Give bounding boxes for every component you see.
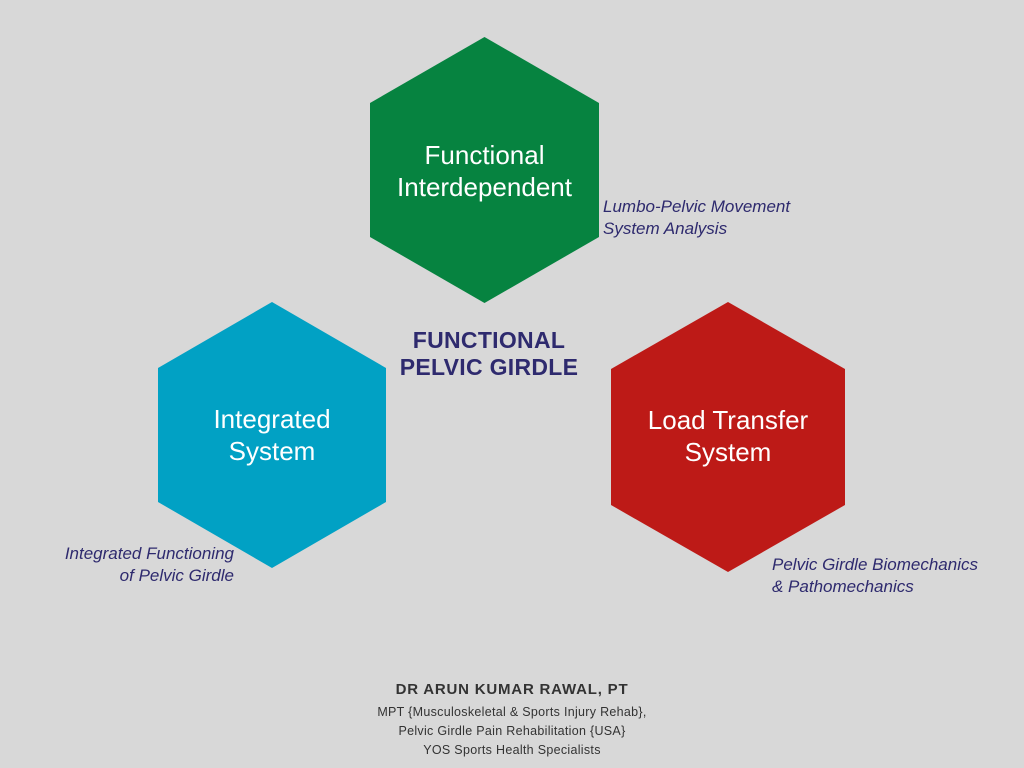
hexagon-functional-interdependent: Functional Interdependent bbox=[370, 37, 599, 303]
hexagon-label-line1: Load Transfer bbox=[647, 405, 809, 435]
note-line2: of Pelvic Girdle bbox=[119, 566, 234, 585]
hexagon-label-line2: Interdependent bbox=[397, 172, 572, 202]
note-integrated-system: Integrated Functioning of Pelvic Girdle bbox=[20, 543, 234, 587]
diagram-title-line1: FUNCTIONAL bbox=[412, 327, 566, 353]
hexagon-integrated-system-shape bbox=[158, 302, 386, 568]
author-certification: Pelvic Girdle Pain Rehabilitation {USA} bbox=[398, 724, 626, 738]
hexagon-integrated-system-label: Integrated System bbox=[158, 403, 386, 467]
hexagon-label-line1: Functional bbox=[424, 140, 545, 170]
hexagon-functional-interdependent-shape bbox=[370, 37, 599, 303]
author-credits: DR ARUN KUMAR RAWAL, PT MPT {Musculoskel… bbox=[312, 680, 712, 760]
hexagon-label-line2: System bbox=[684, 437, 772, 467]
author-qualification: MPT {Musculoskeletal & Sports Injury Reh… bbox=[377, 705, 647, 719]
author-organization: YOS Sports Health Specialists bbox=[423, 743, 601, 757]
hexagon-label-line1: Integrated bbox=[213, 404, 331, 434]
hexagon-label-line2: System bbox=[228, 436, 316, 466]
note-functional-interdependent: Lumbo-Pelvic Movement System Analysis bbox=[603, 196, 790, 240]
hexagon-load-transfer-system-shape bbox=[611, 302, 845, 572]
note-line1: Pelvic Girdle Biomechanics bbox=[772, 555, 978, 574]
note-line1: Integrated Functioning bbox=[64, 544, 234, 563]
diagram-title-line2: PELVIC GIRDLE bbox=[399, 354, 579, 380]
hexagon-integrated-system: Integrated System bbox=[158, 302, 386, 568]
note-load-transfer-system: Pelvic Girdle Biomechanics & Pathomechan… bbox=[772, 554, 978, 598]
note-line1: Lumbo-Pelvic Movement bbox=[603, 197, 791, 216]
diagram-title: FUNCTIONAL PELVIC GIRDLE bbox=[378, 327, 600, 381]
hexagon-load-transfer-system: Load Transfer System bbox=[611, 302, 845, 572]
author-name: DR ARUN KUMAR RAWAL, PT bbox=[395, 681, 629, 698]
note-line2: & Pathomechanics bbox=[772, 577, 914, 596]
note-line2: System Analysis bbox=[603, 219, 728, 238]
hexagon-load-transfer-system-label: Load Transfer System bbox=[611, 404, 845, 468]
hexagon-functional-interdependent-label: Functional Interdependent bbox=[370, 139, 599, 203]
